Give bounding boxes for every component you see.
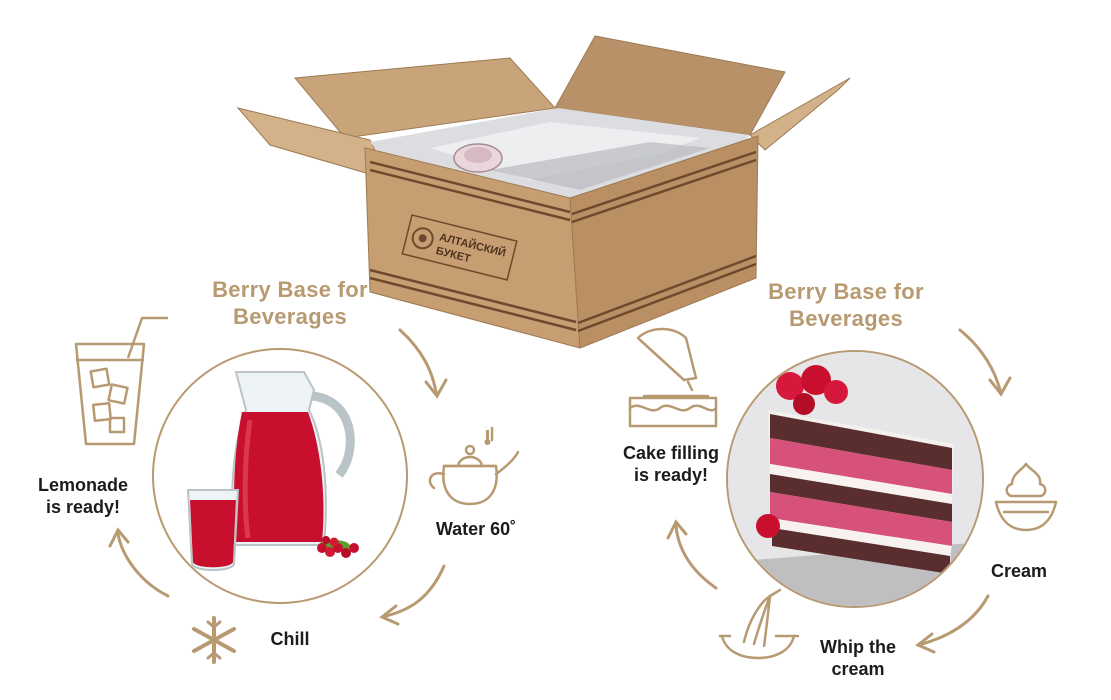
step-chill: Chill <box>270 629 310 649</box>
ornament-band <box>369 150 757 333</box>
step-cake-ready: Cake filling is ready! <box>606 442 736 486</box>
cake-ready-line1: Cake filling <box>622 443 720 463</box>
brand-logo-icon <box>411 227 434 250</box>
step-cream: Cream <box>990 561 1048 581</box>
glass-juice <box>190 500 236 568</box>
right-heading-line2: Beverages <box>789 306 903 331</box>
cake-photo <box>726 350 984 608</box>
cake-ready-line2: is ready! <box>633 465 709 485</box>
iced-drink-glass-icon <box>74 316 168 446</box>
raspberries <box>756 365 848 538</box>
piping-bag-cake-icon <box>628 327 718 428</box>
product-box-image: АЛТАЙСКИЙ БУКЕТ <box>236 35 851 349</box>
box-side-panel <box>569 135 759 349</box>
teapot-icon <box>428 426 520 506</box>
box-side-flap-right <box>749 77 851 151</box>
step-water: Water 60˚ <box>435 519 517 539</box>
cranberries <box>317 536 359 558</box>
left-heading: Berry Base for Beverages <box>180 276 400 330</box>
whisk-bowl-icon <box>718 588 800 660</box>
pitcher-juice <box>234 412 324 542</box>
right-heading-line1: Berry Base for <box>768 279 924 304</box>
pitcher-handle <box>311 391 355 478</box>
right-cycle-arrows <box>666 328 1012 654</box>
brand-plate <box>401 214 518 281</box>
lemonade-ready-line2: is ready! <box>45 497 121 517</box>
left-cycle-arrows <box>108 328 448 626</box>
lemonade-ready-line1: Lemonade <box>37 475 129 495</box>
whip-line1: Whip the <box>820 637 896 657</box>
lemonade-photo <box>152 348 408 604</box>
right-heading: Berry Base for Beverages <box>736 278 956 332</box>
cream-bowl-icon <box>994 462 1058 532</box>
left-heading-line1: Berry Base for <box>212 277 368 302</box>
step-whip: Whip the cream <box>800 636 916 680</box>
step-lemonade-ready: Lemonade is ready! <box>18 474 148 518</box>
cake-layers <box>770 414 952 574</box>
whip-line2: cream <box>831 659 885 679</box>
snowflake-icon <box>192 616 236 664</box>
left-heading-line2: Beverages <box>233 304 347 329</box>
